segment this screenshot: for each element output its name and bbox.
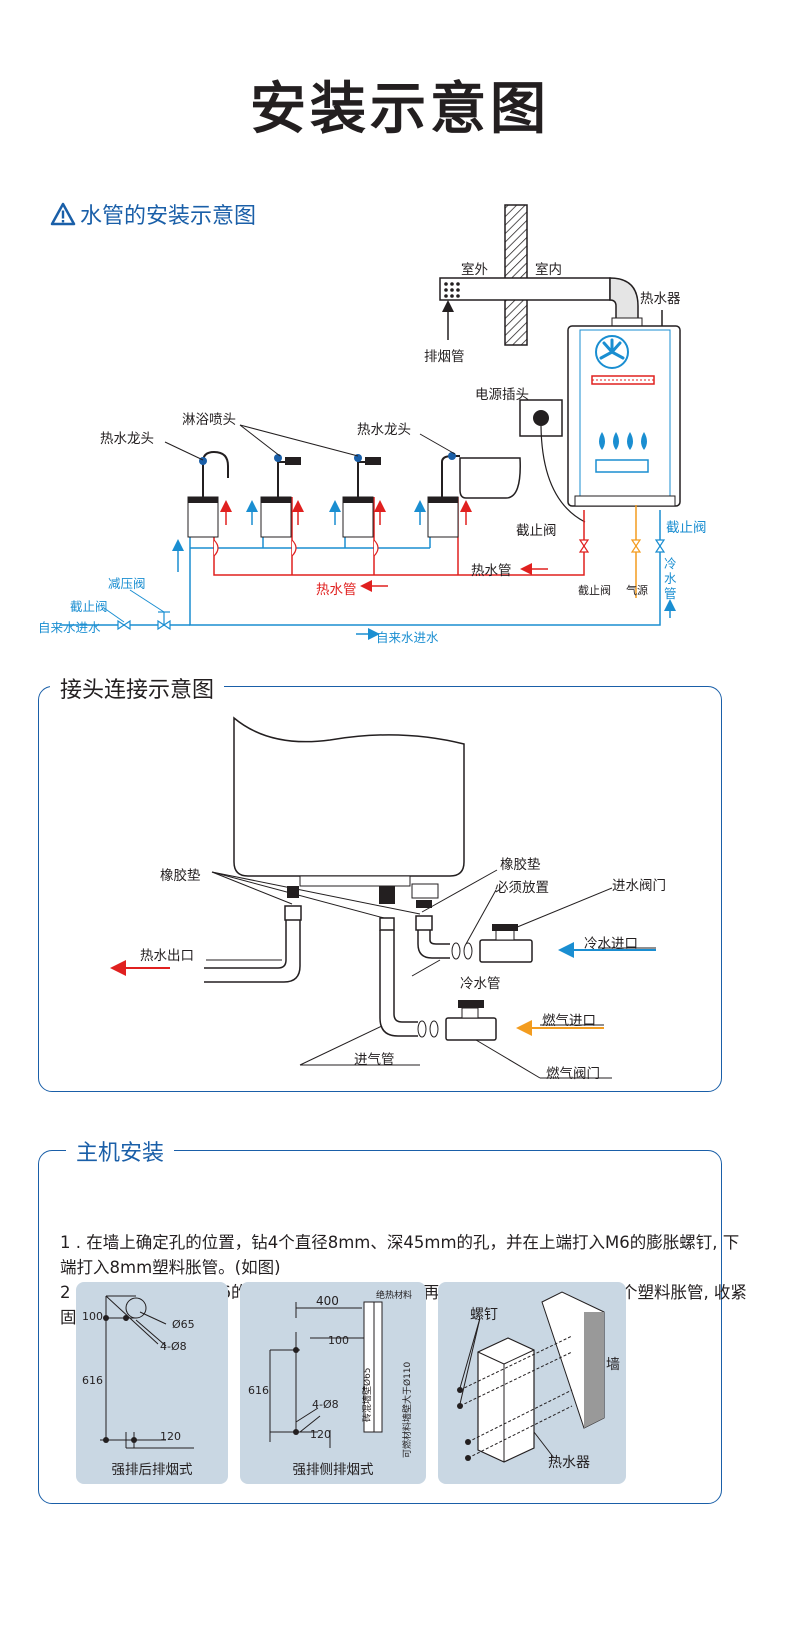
card2-combustible: 可燃材料墙壁大于Ø110 [403, 1361, 413, 1458]
label-socket: 电源插头 [475, 387, 529, 403]
section-water-pipe-title-text: 水管的安装示意图 [80, 204, 257, 229]
flame-icon [599, 432, 647, 450]
card3-wall: 墙 [606, 1357, 620, 1373]
card-side-exhaust: 400 绝热材料 100 616 4-Ø8 120 砖混墙壁Ø65 可燃材料墙壁… [240, 1282, 426, 1484]
page-title: 安装示意图 [250, 77, 550, 142]
card-rear-exhaust: 100 Ø65 4-Ø8 616 120 强排后排烟式 [76, 1282, 228, 1484]
card3-heater: 热水器 [548, 1455, 590, 1471]
label-gasket-right: 橡胶垫 [500, 857, 541, 873]
label-shutoff-left: 截止阀 [70, 599, 108, 614]
label-tap-in-left: 自来水进水 [38, 620, 101, 635]
section-joint-title: 接头连接示意图 [50, 672, 225, 704]
card2-dim-48: 4-Ø8 [312, 1398, 339, 1411]
card3-screw: 螺钉 [470, 1307, 498, 1323]
card1-dim-48: 4-Ø8 [160, 1340, 187, 1353]
label-hot-faucet-right: 热水龙头 [357, 422, 411, 438]
water-pipe-diagram [60, 204, 681, 640]
label-cold-pipe-2: 冷水管 [460, 976, 501, 992]
label-hot-faucet-left: 热水龙头 [100, 431, 154, 447]
card-mounting: 螺钉 墙 热水器 [438, 1282, 626, 1484]
section-water-pipe-title: 水管的安装示意图 [50, 198, 256, 230]
label-gas-inlet: 燃气进口 [542, 1013, 596, 1029]
card2-dim-120: 120 [310, 1428, 331, 1441]
label-gas-source: 气源 [626, 584, 648, 597]
card1-dim-65: Ø65 [172, 1318, 195, 1331]
wall [504, 204, 528, 346]
heater-body [233, 716, 465, 877]
label-hot-pipe-mid: 热水管 [316, 582, 357, 598]
label-intake-pipe: 进气管 [354, 1052, 395, 1068]
shutoff-valve-red [578, 539, 590, 553]
card2-dim-400: 400 [316, 1294, 339, 1308]
card2-brick: 砖混墙壁Ø65 [363, 1367, 373, 1422]
label-shutoff-red: 截止阀 [516, 523, 557, 539]
host-install-panel [38, 1150, 722, 1504]
label-shutoff-blue: 截止阀 [666, 520, 707, 536]
label-hot-outlet: 热水出口 [140, 948, 194, 964]
label-heater: 热水器 [640, 291, 681, 307]
label-reducer: 减压阀 [108, 576, 146, 591]
step-1: 1 . 在墙上确定孔的位置，钻4个直径8mm、深45mm的孔，并在上端打入M6的… [60, 1233, 740, 1277]
label-indoor: 室内 [535, 262, 562, 278]
label-must-place: 必须放置 [495, 880, 549, 896]
card1-caption: 强排后排烟式 [111, 1462, 193, 1478]
label-tap-in-bottom: 自来水进水 [376, 630, 439, 645]
label-cold-inlet: 冷水进口 [584, 936, 638, 952]
label-gas-valve: 燃气阀门 [546, 1066, 600, 1082]
card2-insul: 绝热材料 [376, 1291, 413, 1301]
label-cold-pipe: 冷 水 管 [664, 556, 677, 601]
section-host-title: 主机安装 [66, 1135, 175, 1167]
joint-connection-diagram [110, 716, 656, 1079]
water-inlet-valve [479, 924, 533, 963]
label-flue: 排烟管 [424, 349, 465, 365]
label-shutoff-gas: 截止阀 [578, 584, 611, 597]
card1-dim-120: 120 [160, 1430, 181, 1443]
warning-icon [50, 202, 76, 226]
card2-dim-100: 100 [328, 1334, 349, 1347]
label-gasket-left: 橡胶垫 [160, 868, 201, 884]
gas-valve [445, 1000, 497, 1041]
shutoff-valve-blue [654, 539, 666, 553]
label-inlet-valve: 进水阀门 [612, 878, 666, 894]
card1-dim-100: 100 [82, 1310, 103, 1323]
label-hot-pipe-right: 热水管 [471, 563, 512, 579]
label-shower: 淋浴喷头 [182, 412, 236, 428]
joint-connection-panel [38, 686, 722, 1092]
card2-caption: 强排侧排烟式 [292, 1462, 374, 1478]
shutoff-valve-gas [630, 539, 642, 553]
inlet-valves [117, 611, 171, 631]
flue-pipe [439, 277, 611, 301]
card2-dim-616: 616 [248, 1384, 269, 1397]
label-outdoor: 室外 [461, 262, 488, 278]
card1-dim-616: 616 [82, 1374, 103, 1387]
